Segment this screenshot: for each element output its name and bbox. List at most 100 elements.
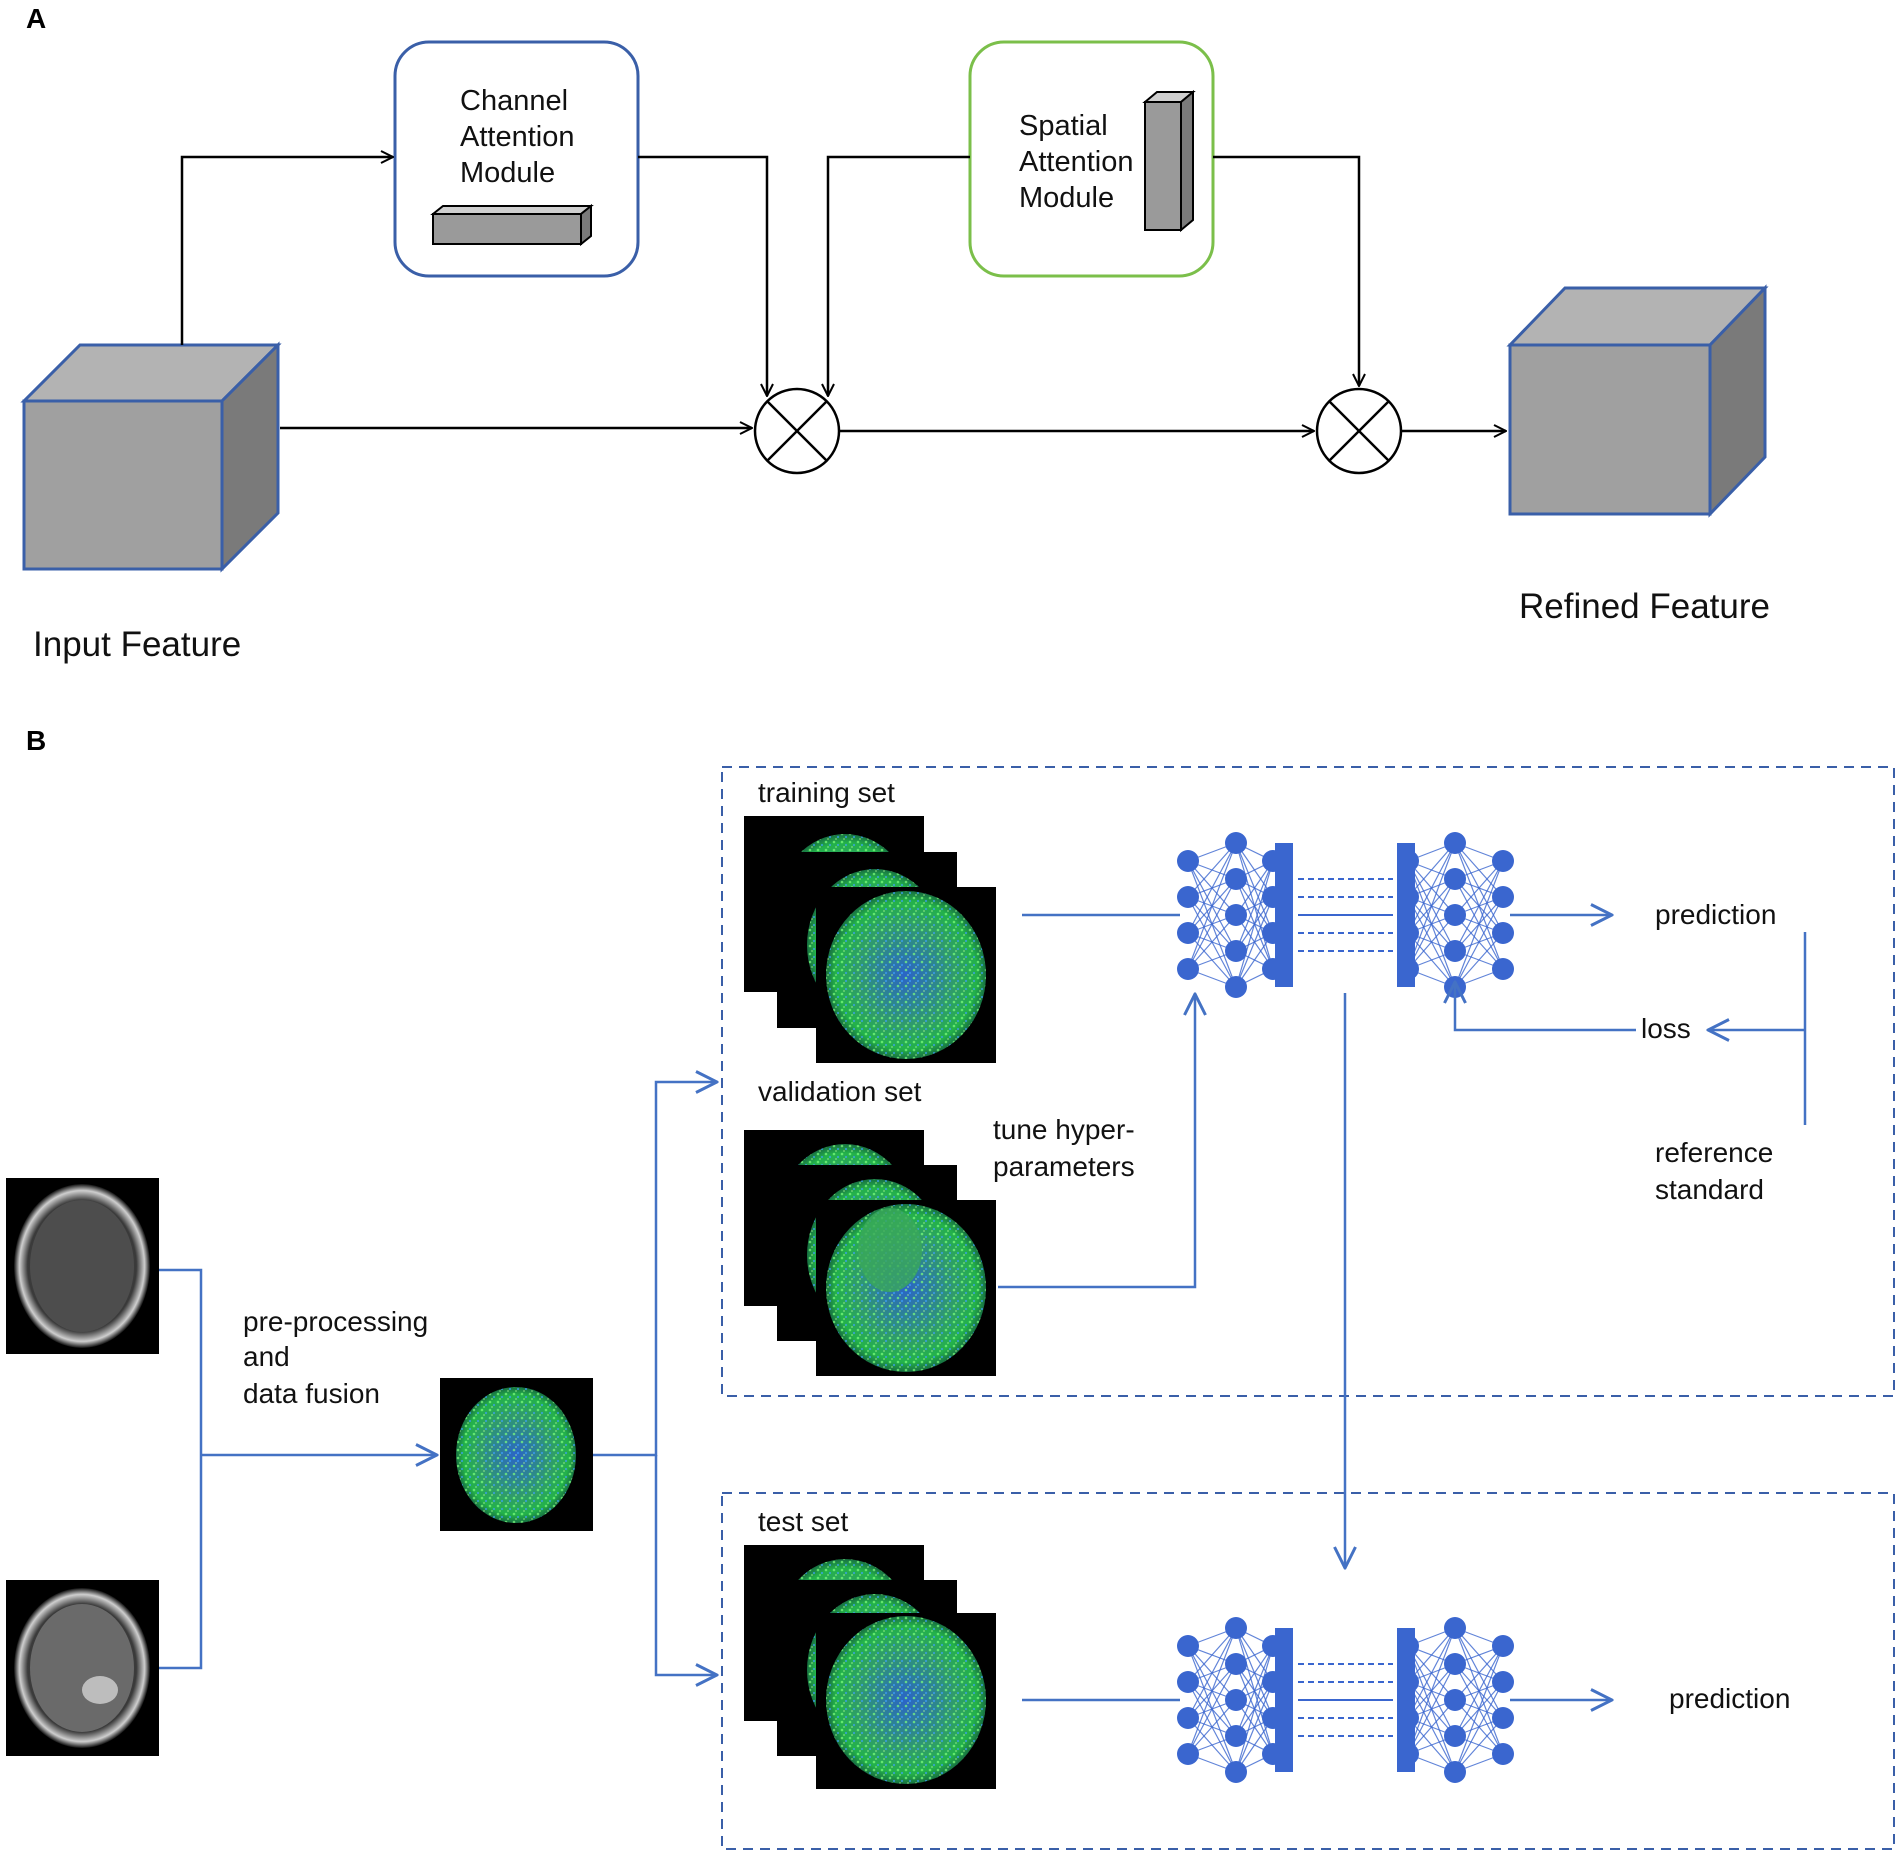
neural-network-test (1177, 1617, 1514, 1783)
channel-attention-bar-icon (430, 203, 594, 247)
network-node (1177, 886, 1199, 908)
network-layer-bar (1275, 1628, 1293, 1772)
network-edge (1407, 1627, 1456, 1719)
network-edge (1235, 1681, 1274, 1773)
network-edge (1187, 842, 1237, 970)
network-node (1492, 850, 1514, 872)
channel-module-label: Channel Attention Module (460, 85, 583, 189)
network-node (1492, 886, 1514, 908)
network-node (1444, 1761, 1466, 1783)
spatial-attention-column-icon (1142, 89, 1196, 233)
panel-a-label: A (26, 3, 46, 34)
input-feature-label: Input Feature (33, 625, 241, 664)
network-edge (1454, 860, 1504, 916)
network-edge (1187, 842, 1237, 898)
network-node (1177, 1743, 1199, 1765)
training-image-stack (744, 816, 996, 1063)
test-box (721, 1492, 1895, 1850)
network-node (1444, 940, 1466, 962)
panel-b-label: B (26, 725, 46, 756)
network-edge (1407, 1663, 1456, 1755)
network-edge (1407, 878, 1456, 970)
network-node (1225, 940, 1247, 962)
network-edge (1454, 860, 1504, 988)
network-node (1225, 1653, 1247, 1675)
network-edge (1454, 1645, 1504, 1737)
input-feature-cube (20, 341, 282, 573)
neural-network-train (1177, 832, 1514, 998)
tune-hyperparameters-label: tune hyper- parameters (993, 1114, 1142, 1182)
training-validation-box (721, 766, 1895, 1397)
network-edge (1407, 1627, 1456, 1755)
network-node (1492, 1707, 1514, 1729)
validation-set-label: validation set (758, 1076, 922, 1107)
network-edge (1235, 860, 1274, 988)
network-node (1225, 868, 1247, 890)
network-edge (1187, 1627, 1237, 1683)
multiply-node-1 (753, 387, 841, 475)
network-edge (1187, 914, 1237, 970)
network-node (1444, 1617, 1466, 1639)
network-node (1492, 1671, 1514, 1693)
network-node (1225, 1725, 1247, 1747)
network-edge (1454, 1717, 1504, 1773)
network-node (1177, 958, 1199, 980)
training-set-label: training set (758, 777, 895, 808)
network-node (1444, 1653, 1466, 1675)
prediction-top-label: prediction (1655, 899, 1776, 930)
refined-feature-cube (1506, 284, 1769, 518)
network-edge (1187, 1627, 1237, 1719)
mri-image-t1 (6, 1178, 159, 1354)
network-edge (1454, 860, 1504, 952)
refined-feature-label: Refined Feature (1519, 587, 1770, 626)
network-node (1492, 1635, 1514, 1657)
reference-standard-label: reference standard (1655, 1137, 1781, 1205)
network-edge (1187, 1699, 1237, 1755)
network-layer-bar (1397, 843, 1415, 987)
network-edge (1235, 860, 1274, 952)
network-node (1492, 1743, 1514, 1765)
network-node (1225, 832, 1247, 854)
network-node (1177, 1671, 1199, 1693)
loss-label: loss (1641, 1013, 1691, 1044)
network-node (1177, 1707, 1199, 1729)
network-edge (1407, 914, 1456, 970)
network-node (1444, 1725, 1466, 1747)
network-edge (1187, 1627, 1237, 1755)
network-node (1177, 850, 1199, 872)
network-node (1444, 868, 1466, 890)
network-node (1225, 1617, 1247, 1639)
network-node (1225, 904, 1247, 926)
panel-b-connectors (159, 915, 1807, 1700)
panel-a-connectors (180, 157, 1506, 431)
network-edge (1407, 1627, 1456, 1683)
test-image-stack (744, 1545, 996, 1789)
network-node (1177, 922, 1199, 944)
network-edge (1454, 1645, 1504, 1701)
network-edge (1407, 842, 1456, 970)
validation-image-stack (744, 1130, 996, 1376)
network-node (1444, 1689, 1466, 1711)
mri-image-t2 (6, 1580, 159, 1756)
network-edge (1407, 1699, 1456, 1755)
network-node (1492, 922, 1514, 944)
network-edge (1454, 932, 1504, 988)
network-node (1444, 832, 1466, 854)
network-node (1225, 1689, 1247, 1711)
network-layer-bar (1275, 843, 1293, 987)
network-node (1225, 1761, 1247, 1783)
network-edge (1187, 1663, 1237, 1755)
spatial-module-label: Spatial Attention Module (1019, 110, 1142, 214)
prediction-bottom-label: prediction (1669, 1683, 1790, 1714)
test-set-label: test set (758, 1506, 848, 1537)
network-edge (1407, 842, 1456, 934)
network-node (1492, 958, 1514, 980)
network-edge (1454, 1681, 1504, 1773)
fused-image (440, 1378, 593, 1531)
network-node (1225, 976, 1247, 998)
network-edge (1187, 842, 1237, 934)
network-edge (1454, 1645, 1504, 1773)
network-node (1444, 904, 1466, 926)
network-edge (1454, 896, 1504, 988)
